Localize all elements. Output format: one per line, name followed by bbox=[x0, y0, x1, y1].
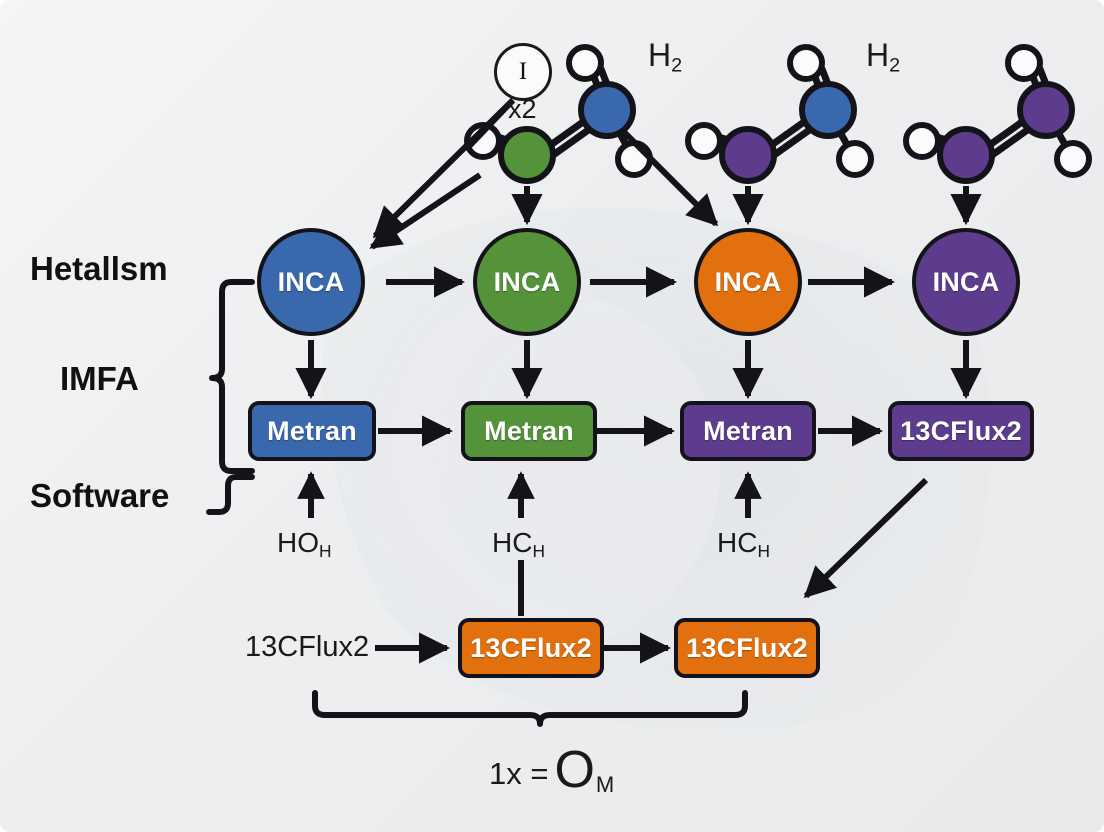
input-label-4: 13CFlux2 bbox=[245, 631, 370, 663]
input-1-text: HO bbox=[277, 527, 319, 558]
bottom-node-flux-1[interactable]: 13CFlux2 bbox=[458, 618, 604, 678]
input-3-text: HC bbox=[717, 527, 758, 558]
h2-left-sub: 2 bbox=[671, 54, 683, 77]
carbon-atoms bbox=[498, 81, 1075, 184]
row-label-imfa: IMFA bbox=[60, 360, 139, 397]
inca-node-4[interactable]: INCA bbox=[912, 228, 1020, 336]
background-shading bbox=[321, 207, 992, 731]
inca-node-1[interactable]: INCA bbox=[257, 228, 365, 336]
h2-right-text: H bbox=[866, 37, 890, 73]
h2-left-text: H bbox=[648, 37, 672, 73]
input-1-sub: H bbox=[319, 540, 332, 561]
input-2-sub: H bbox=[532, 540, 545, 561]
inca-node-3[interactable]: INCA bbox=[694, 228, 802, 336]
row-label-software: Software bbox=[30, 477, 170, 514]
h2-label-right: H2 bbox=[866, 37, 900, 78]
isotope-multiplier: x2 bbox=[508, 94, 537, 124]
summary-symbol: O bbox=[554, 741, 595, 799]
input-label-1: HOH bbox=[277, 527, 332, 562]
hydrogen-atoms bbox=[464, 44, 1092, 178]
input-3-sub: H bbox=[757, 540, 770, 561]
summary-prefix: 1x = bbox=[489, 756, 549, 792]
summary-formula: 1x = O M bbox=[489, 741, 614, 799]
row-label-metabolism: Hetallsm bbox=[30, 250, 168, 287]
imfa-bracket bbox=[209, 279, 255, 474]
software-bracket bbox=[206, 474, 255, 515]
input-2-text: HC bbox=[492, 527, 533, 558]
tool-node-flux-1[interactable]: 13CFlux2 bbox=[888, 401, 1034, 461]
summary-sub: M bbox=[595, 772, 615, 798]
inca-node-2[interactable]: INCA bbox=[473, 228, 581, 336]
tool-node-metran-2[interactable]: Metran bbox=[461, 401, 597, 461]
input-label-2: HCH bbox=[492, 527, 545, 562]
grouping-brackets bbox=[206, 279, 748, 727]
flow-arrows bbox=[295, 97, 982, 664]
tool-node-metran-3[interactable]: Metran bbox=[680, 401, 816, 461]
h2-right-sub: 2 bbox=[889, 54, 901, 77]
tool-node-metran-1[interactable]: Metran bbox=[248, 401, 376, 461]
input-label-3: HCH bbox=[717, 527, 770, 562]
bottom-node-flux-2[interactable]: 13CFlux2 bbox=[674, 618, 820, 678]
isotope-label-circle: I bbox=[494, 43, 552, 101]
h2-label-left: H2 bbox=[648, 37, 682, 78]
summary-bracket bbox=[312, 690, 748, 727]
